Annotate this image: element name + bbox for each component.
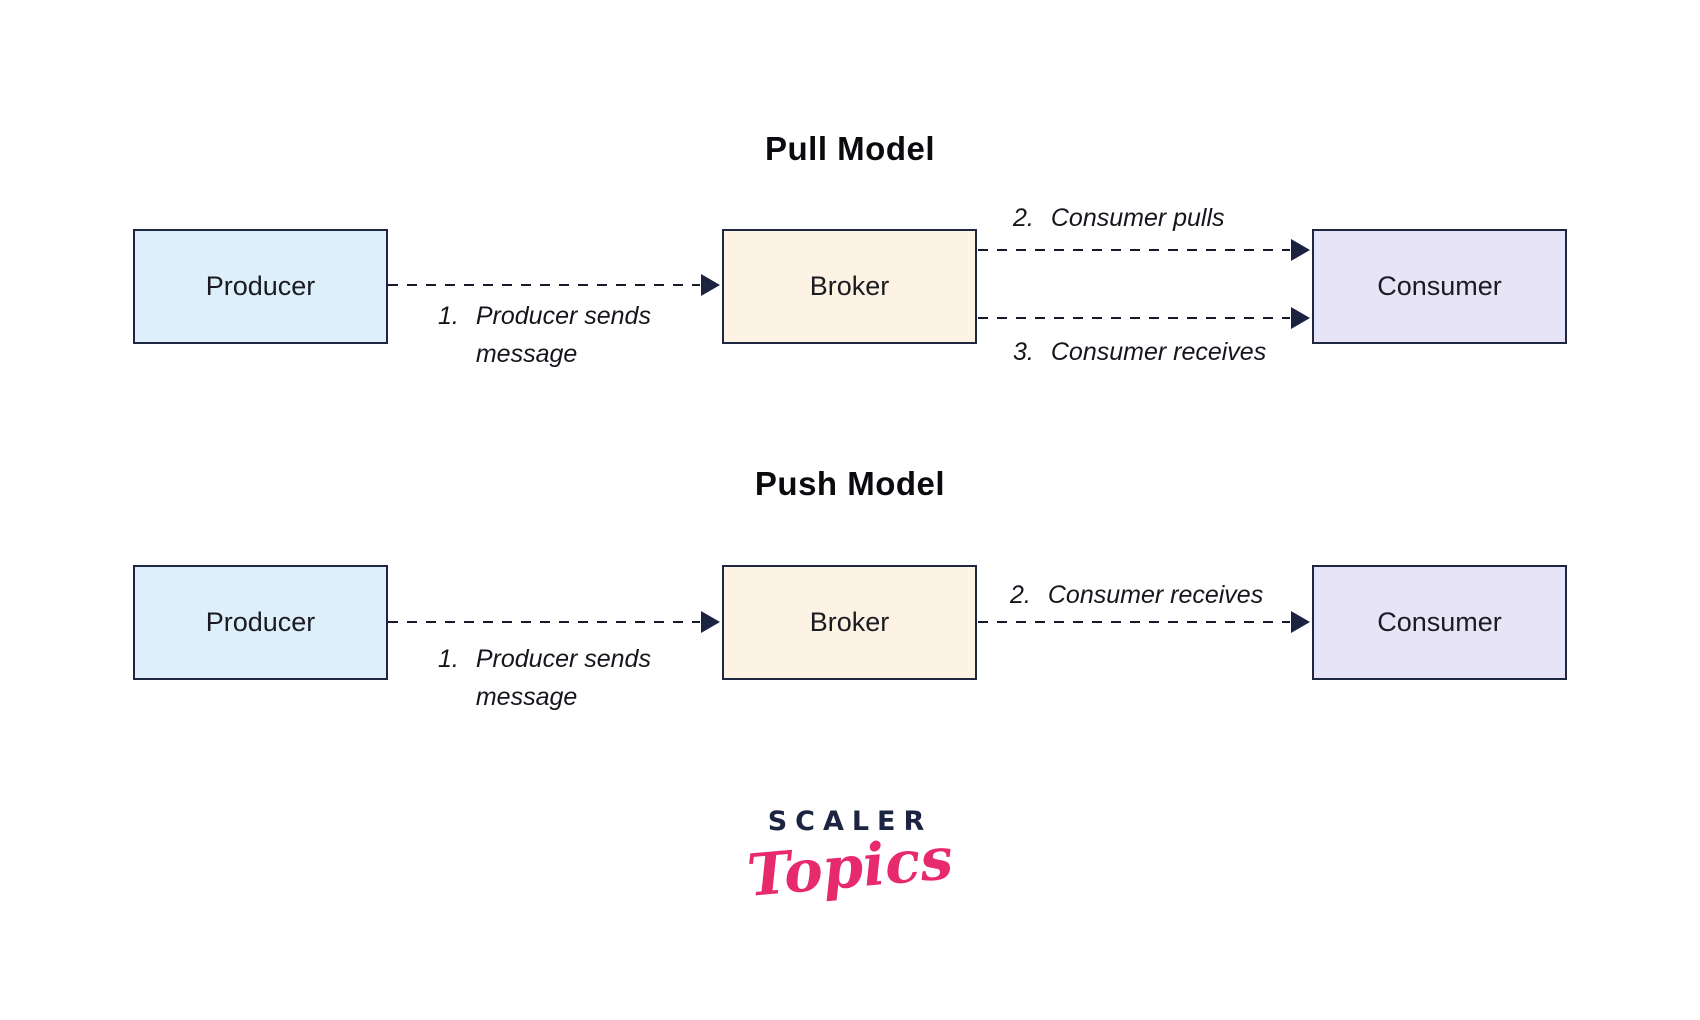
push-arrow-producer-to-broker <box>388 611 720 633</box>
step-text-line1: Producer sends <box>475 645 651 673</box>
step-number: 2. <box>1010 581 1031 609</box>
pull-arrow-consumer-receives <box>978 307 1310 329</box>
step-text: Consumer receives <box>1050 338 1267 366</box>
push-broker-node: Broker <box>722 565 977 680</box>
step-text-line1: Producer sends <box>475 302 651 330</box>
push-model-title: Push Model <box>754 465 946 502</box>
step-number: 3. <box>1013 338 1034 366</box>
push-producer-label: Producer <box>205 607 316 637</box>
scaler-topics-logo: SCALER Topics <box>0 806 1700 910</box>
pull-producer-label: Producer <box>205 271 316 301</box>
pull-step2-label: 2. Consumer pulls <box>1013 199 1225 237</box>
pull-model-title: Pull Model <box>765 130 935 167</box>
pull-step3-label: 3. Consumer receives <box>1013 333 1266 371</box>
logo-brand-text: SCALER <box>767 806 933 837</box>
step-number: 1. <box>438 645 459 673</box>
step-number: 1. <box>438 302 459 330</box>
push-producer-node: Producer <box>133 565 388 680</box>
logo-product-text: Topics <box>744 824 956 910</box>
pull-consumer-node: Consumer <box>1312 229 1567 344</box>
step-text: Consumer receives <box>1047 581 1264 609</box>
push-step2-label: 2. Consumer receives <box>1010 576 1263 614</box>
push-consumer-label: Consumer <box>1377 607 1502 637</box>
step-text-line2: message <box>475 340 578 368</box>
pull-consumer-label: Consumer <box>1377 271 1502 301</box>
pull-broker-node: Broker <box>722 229 977 344</box>
dashed-line <box>978 621 1290 623</box>
arrowhead-icon <box>701 274 720 296</box>
pull-step1-label: 1. Producer sends message <box>438 297 651 373</box>
dashed-line <box>388 284 700 286</box>
dashed-line <box>978 249 1290 251</box>
push-consumer-node: Consumer <box>1312 565 1567 680</box>
step-number: 2. <box>1013 204 1034 232</box>
arrowhead-icon <box>1291 611 1310 633</box>
dashed-line <box>388 621 700 623</box>
pull-broker-label: Broker <box>809 271 890 301</box>
push-broker-label: Broker <box>809 607 890 637</box>
pull-arrow-consumer-pulls <box>978 239 1310 261</box>
step-text: Consumer pulls <box>1050 204 1225 232</box>
step-text-line2: message <box>475 683 578 711</box>
push-arrow-consumer-receives <box>978 611 1310 633</box>
arrowhead-icon <box>701 611 720 633</box>
dashed-line <box>978 317 1290 319</box>
arrowhead-icon <box>1291 307 1310 329</box>
pull-arrow-producer-to-broker <box>388 274 720 296</box>
arrowhead-icon <box>1291 239 1310 261</box>
pull-producer-node: Producer <box>133 229 388 344</box>
push-step1-label: 1. Producer sends message <box>438 640 651 716</box>
